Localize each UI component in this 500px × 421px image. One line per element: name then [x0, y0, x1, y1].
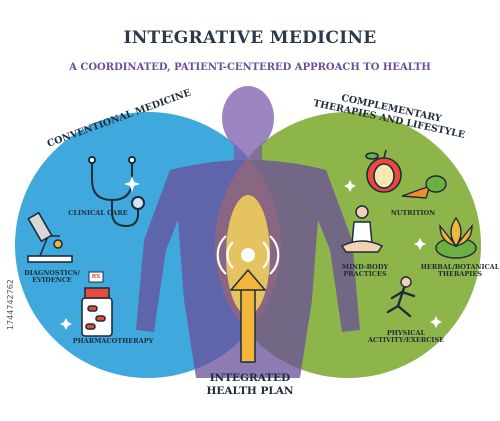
signal-icon — [216, 235, 280, 275]
arrow-up-icon — [229, 268, 267, 363]
mind-body-label: MIND-BODY PRACTICES — [341, 263, 389, 279]
rx-label: RX — [91, 274, 101, 280]
integrated-label-line2: HEALTH PLAN — [206, 385, 294, 398]
pill-bottle-icon — [81, 287, 113, 337]
lotus-icon — [435, 216, 477, 259]
carrot-icon — [401, 175, 447, 199]
stock-id: 1744742762 — [6, 279, 15, 330]
clinical-care-label: CLINICAL CARE — [68, 209, 128, 217]
herbal-label: HERBAL/BOTANICAL THERAPIES — [420, 263, 500, 279]
meditation-figure-icon — [340, 205, 384, 253]
runner-icon — [386, 276, 416, 318]
nutrition-label: NUTRITION — [390, 209, 436, 217]
sparkle-icons — [60, 176, 442, 330]
page-title: INTEGRATIVE MEDICINE — [123, 28, 377, 48]
apple-icon — [365, 149, 402, 193]
integrated-label-line1: INTEGRATED — [209, 372, 291, 384]
rx-tag — [88, 271, 104, 283]
page-subtitle: A COORDINATED, PATIENT-CENTERED APPROACH… — [69, 62, 431, 73]
physical-activity-label: PHYSICAL ACTIVITY/EXERCISE — [367, 329, 445, 345]
integrated-health-plan-label: INTEGRATED HEALTH PLAN — [190, 372, 310, 398]
center-dot — [241, 248, 255, 262]
diagnostics-label: DIAGNOSTICS/ EVIDENCE — [24, 269, 80, 285]
microscope-icon — [27, 211, 73, 263]
pharmacotherapy-label: PHARMACOTHERAPY — [72, 337, 154, 345]
